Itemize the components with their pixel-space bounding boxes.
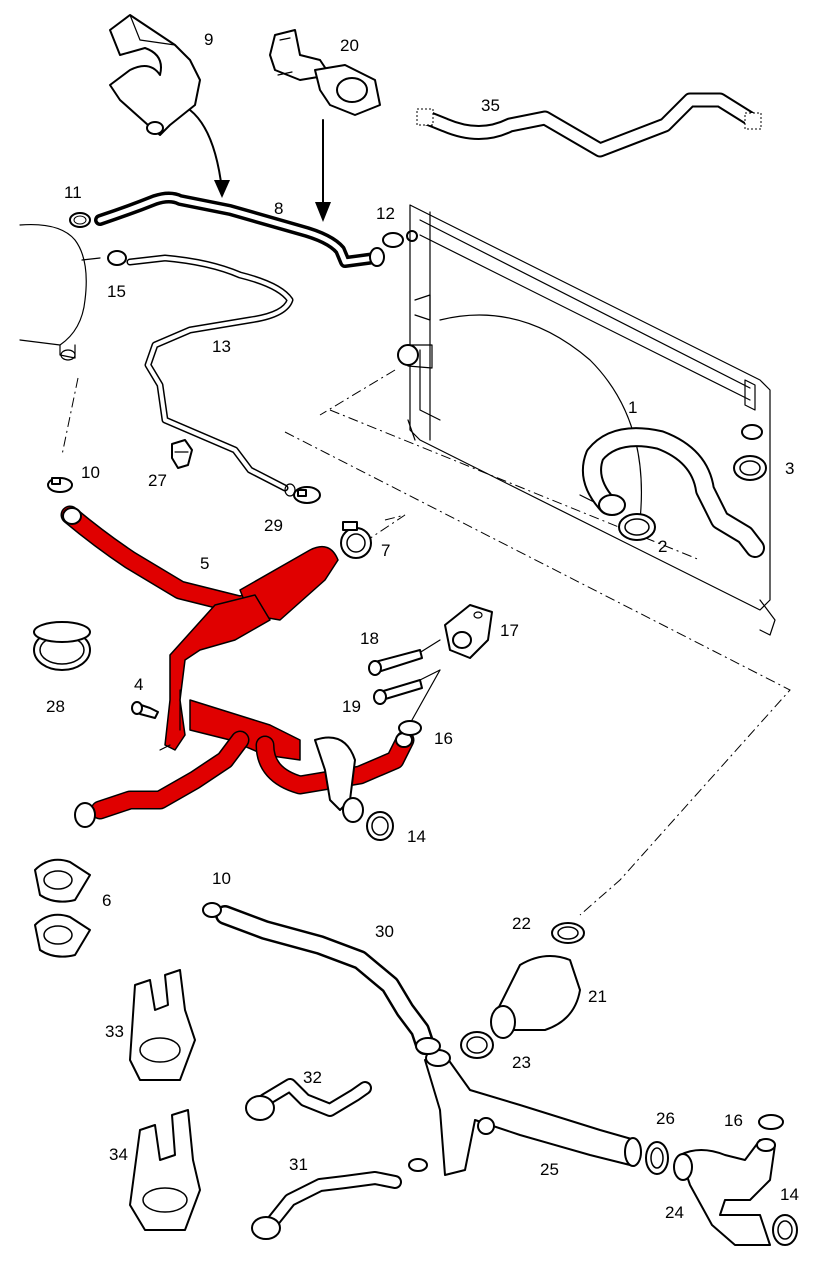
label-27: 27 [148,471,167,490]
label-22: 22 [512,914,531,933]
part-2-clamp [618,513,656,541]
part-12-clamp [382,230,418,248]
label-20: 20 [340,36,359,55]
label-13: 13 [212,337,231,356]
part-14-clamp-bottom [772,1214,798,1246]
part-7-clamp [340,521,372,559]
part-19-bolt [373,679,423,705]
part-23-clamp [415,1031,494,1059]
label-9: 9 [204,30,213,49]
label-23: 23 [512,1053,531,1072]
part-13-hose [126,254,296,497]
label-6: 6 [102,891,111,910]
label-15: 15 [107,282,126,301]
label-18: 18 [360,629,379,648]
part-22-clamp [551,922,585,944]
part-14-clamp-mid [314,736,394,841]
label-16-bottom: 16 [724,1111,743,1130]
part-3-clamp [733,424,767,481]
part-35-hose [416,92,762,158]
label-5: 5 [200,554,209,573]
label-2: 2 [658,537,667,556]
label-3: 3 [785,459,794,478]
label-8: 8 [274,199,283,218]
label-17: 17 [500,621,519,640]
label-33: 33 [105,1022,124,1041]
part-9-clip [109,14,201,136]
label-12: 12 [376,204,395,223]
label-24: 24 [665,1203,684,1222]
part-26-clamp [645,1141,669,1175]
label-21: 21 [588,987,607,1006]
label-19: 19 [342,697,361,716]
label-14-bottom: 14 [780,1185,799,1204]
label-34: 34 [109,1145,128,1164]
part-32-hose [245,1078,372,1121]
part-33-bracket [129,969,196,1081]
part-11-clamp [69,212,91,228]
part-27-clip [171,439,193,469]
part-1-hose [582,427,765,558]
label-25: 25 [540,1160,559,1179]
part-25-pipe [424,1049,642,1176]
part-34-bracket [129,1109,201,1231]
label-4: 4 [134,675,143,694]
part-16-clamp-mid [398,720,422,736]
part-5-pipe-assembly-highlighted [60,505,415,828]
part-31-hose [251,1158,428,1240]
label-29: 29 [264,516,283,535]
label-26: 26 [656,1109,675,1128]
arrow-20-to-8 [315,119,331,222]
part-21-elbow [490,955,581,1039]
part-6-clamps [34,858,91,958]
part-16-clamp-bottom [758,1114,784,1130]
label-28: 28 [46,697,65,716]
label-30: 30 [375,922,394,941]
part-18-bolt [368,649,423,676]
label-10-top: 10 [81,463,100,482]
part-10-clamp-top [47,477,73,493]
part-4-bolt [131,701,159,719]
part-15-clamp [107,250,127,266]
part-24-hose [673,1138,776,1246]
part-28-clamp [33,621,91,671]
label-14-mid: 14 [407,827,426,846]
label-32: 32 [303,1068,322,1087]
label-10-bottom: 10 [212,869,231,888]
label-7: 7 [381,541,390,560]
arrow-9-to-8 [189,109,230,198]
label-11: 11 [64,183,82,202]
part-17-housing [444,604,493,659]
label-31: 31 [289,1155,308,1174]
part-30-hose [202,902,435,1055]
part-number-labels: 1 2 3 4 5 6 7 8 9 10 10 11 12 13 14 14 1… [46,30,799,1222]
label-35: 35 [481,96,500,115]
radiator [397,204,776,636]
label-1: 1 [628,398,637,417]
part-8-hose [94,191,385,268]
label-16-mid: 16 [434,729,453,748]
part-20-bracket-clip [269,29,381,116]
expansion-tank [19,223,101,361]
part-29-clamp [293,486,321,504]
